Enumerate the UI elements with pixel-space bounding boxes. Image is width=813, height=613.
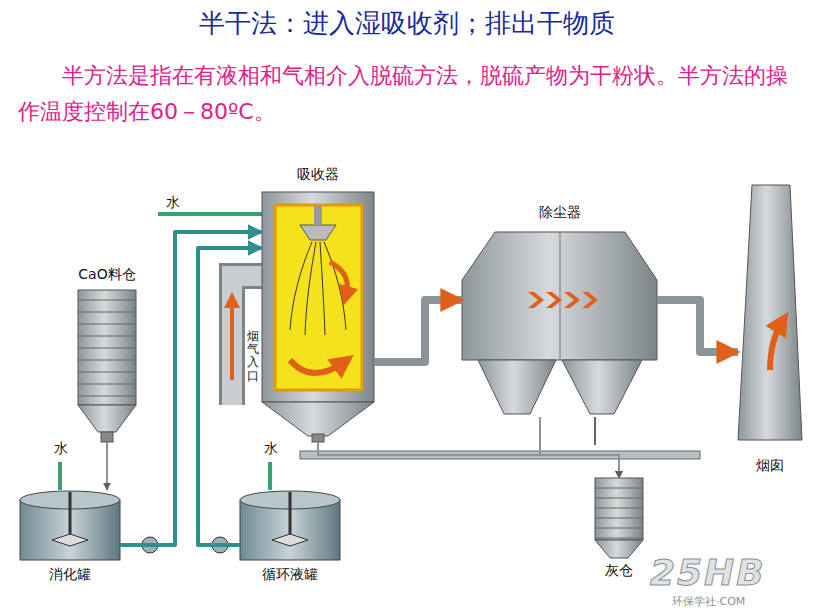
equipment-label: 烟囱 (756, 457, 784, 475)
equipment-node: 吸收器 (262, 192, 374, 442)
watermark: 25HB (650, 552, 766, 593)
dust-collector (462, 232, 657, 414)
cao-silo (78, 290, 136, 442)
equipment-label: 消化罐 (49, 566, 91, 584)
watermark: 环保学社·COM (672, 594, 745, 609)
flow-connector (106, 442, 108, 490)
water-label: 水 (54, 440, 68, 458)
equipment-node: 消化罐 (20, 490, 120, 562)
equipment-node: 灰仓 (595, 478, 643, 558)
equipment-node: 循环液罐 (240, 490, 340, 562)
equipment-label: 吸收器 (297, 166, 339, 184)
chimney (738, 185, 802, 440)
water-pipe (60, 214, 270, 490)
flow-connector (318, 442, 619, 478)
flow-connector (198, 248, 262, 545)
flue-inlet-pipe (232, 276, 262, 405)
water-label: 水 (264, 440, 278, 458)
tanks (20, 491, 340, 560)
equipment-label: CaO料仓 (78, 266, 135, 284)
flow-connector (540, 417, 619, 478)
flue-inlet-label: 烟气入口 (247, 330, 259, 383)
flow-connector (657, 300, 738, 352)
equipment-node: 除尘器 (462, 232, 657, 417)
equipment-node: 烟囱 (738, 185, 802, 440)
equipment-label: 循环液罐 (262, 566, 318, 584)
equipment-label: 除尘器 (539, 204, 581, 222)
conveyor (300, 417, 700, 459)
ash-silo (595, 478, 643, 558)
equipment-label: 灰仓 (605, 562, 633, 580)
title: 半干法：进入湿吸收剂；排出干物质 (0, 6, 813, 41)
flow-connector (120, 232, 262, 545)
absorber-vessel (262, 192, 374, 442)
water-label: 水 (166, 194, 180, 212)
equipment-node: CaO料仓 (78, 290, 136, 442)
flow-connector (374, 300, 462, 362)
caption: 半方法是指在有液相和气相介入脱硫方法，脱硫产物为干粉状。半方法的操作温度控制在6… (18, 58, 798, 130)
